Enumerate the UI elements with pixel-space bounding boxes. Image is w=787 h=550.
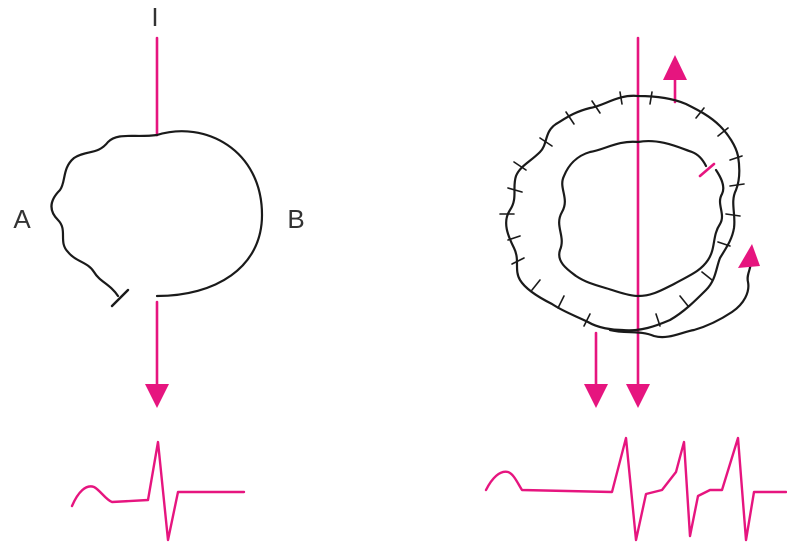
unidirectional-block xyxy=(110,288,130,308)
tick-mark xyxy=(717,241,731,247)
input-label: I xyxy=(151,2,158,32)
tick-mark xyxy=(729,183,745,187)
block-site xyxy=(698,162,716,178)
tick-mark xyxy=(679,295,689,307)
tick-mark xyxy=(583,313,591,327)
ecg-tracing-reentry xyxy=(484,436,787,542)
tick-mark xyxy=(649,91,653,105)
tick-mark xyxy=(591,100,601,114)
tick-mark xyxy=(539,137,553,147)
arrowhead-down xyxy=(145,384,169,408)
pathway-a xyxy=(50,133,159,298)
arrowhead-down xyxy=(584,384,608,408)
circus-movement-path xyxy=(608,260,752,339)
ecg-tracing-single xyxy=(70,440,246,542)
arrowhead-up xyxy=(663,55,687,80)
tick-mark xyxy=(507,235,521,241)
tick-mark xyxy=(507,187,523,193)
tick-mark xyxy=(565,111,575,125)
tick-mark xyxy=(511,257,525,265)
conduction-ticks xyxy=(499,91,745,327)
tick-mark xyxy=(531,279,541,291)
tick-mark xyxy=(557,295,565,309)
pathway-a-label: A xyxy=(13,204,31,234)
arrowhead-up-right xyxy=(738,244,760,268)
left-panel: I A B xyxy=(13,2,305,542)
tick-mark xyxy=(725,213,741,217)
arrowhead-down xyxy=(626,384,650,408)
tick-mark xyxy=(513,161,527,171)
right-panel xyxy=(484,36,787,542)
tick-mark xyxy=(619,91,623,105)
inner-reentry-loop xyxy=(558,140,725,298)
tick-mark xyxy=(701,271,713,281)
tick-mark xyxy=(695,107,705,119)
tick-mark xyxy=(729,155,743,161)
pathway-b xyxy=(155,130,264,298)
pathway-b-label: B xyxy=(287,204,304,234)
tick-mark xyxy=(655,313,661,327)
outer-reentry-loop xyxy=(505,94,741,332)
tick-mark xyxy=(717,127,729,137)
